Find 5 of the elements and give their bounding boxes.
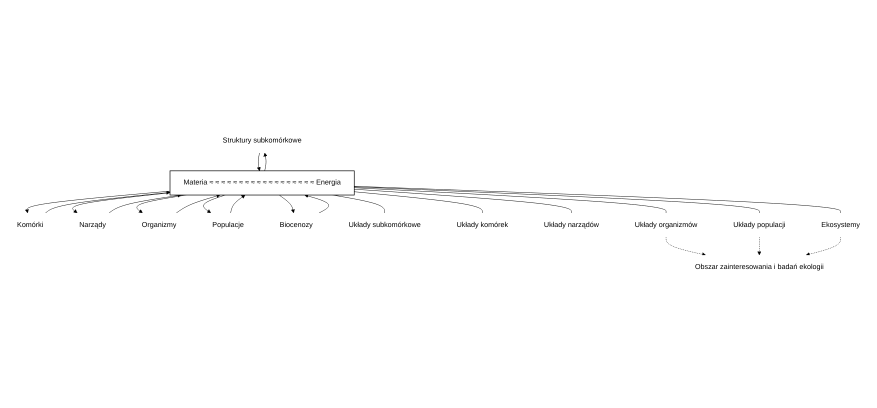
connector bbox=[354, 192, 483, 214]
connector bbox=[354, 188, 572, 214]
connector bbox=[354, 188, 666, 214]
connector bbox=[354, 186, 760, 214]
connector bbox=[354, 186, 841, 214]
